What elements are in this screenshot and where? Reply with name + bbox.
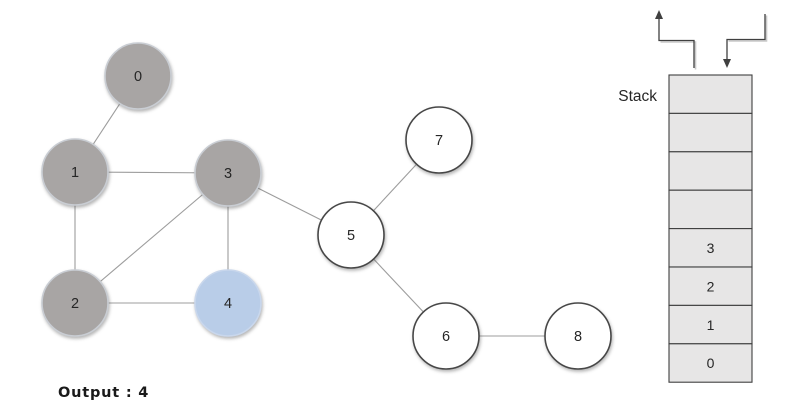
pop-arrowhead-icon (655, 10, 663, 19)
stack-cell-4 (668, 228, 753, 268)
graph-node-2: 2 (41, 269, 109, 337)
node-1-circle (41, 138, 109, 206)
node-3-label: 3 (224, 166, 232, 182)
node-4-circle (194, 269, 262, 337)
node-1-label: 1 (71, 165, 79, 181)
node-8-circle (544, 302, 612, 370)
graph-node-7: 7 (405, 106, 473, 174)
pop-arrow-icon (658, 17, 695, 68)
push-arrowhead-icon (723, 59, 731, 68)
stack-cell-2 (668, 151, 753, 191)
graph-node-1: 1 (41, 138, 109, 206)
output-label: Output : 4 (58, 385, 149, 401)
stack-cell-3 (668, 189, 753, 230)
stack-cell-0 (668, 74, 753, 114)
pop-arrow-shadow (660, 41, 697, 70)
stack-cell-5 (668, 266, 753, 306)
stack-cell-7 (668, 343, 753, 383)
graph-node-3: 3 (194, 139, 262, 207)
stack-cell-5-value: 2 (707, 278, 715, 294)
node-4-label: 4 (224, 296, 232, 312)
node-7-label: 7 (435, 133, 443, 149)
stack: Stack 3 2 1 0 (618, 74, 753, 383)
node-5-circle (317, 201, 385, 269)
graph-node-6: 6 (412, 302, 480, 370)
node-2-label: 2 (71, 296, 79, 312)
stack-arrows (655, 10, 768, 70)
node-6-circle (412, 302, 480, 370)
stack-cell-7-value: 0 (707, 355, 715, 371)
push-arrow-icon (726, 14, 766, 60)
graph-node-8: 8 (544, 302, 612, 370)
node-2-circle (41, 269, 109, 337)
stack-cell-4-value: 3 (707, 240, 715, 256)
push-arrow-shadow (728, 15, 768, 42)
graph-nodes: 0 1 2 3 4 5 6 (41, 42, 612, 370)
graph-edges (74, 75, 578, 337)
stack-cell-6 (668, 304, 753, 345)
node-7-circle (405, 106, 473, 174)
graph-node-4: 4 (194, 269, 262, 337)
stack-cell-1 (668, 112, 753, 153)
node-0-label: 0 (134, 69, 142, 85)
stack-cell-6-value: 1 (707, 317, 715, 333)
graph-node-5: 5 (317, 201, 385, 269)
node-5-label: 5 (347, 228, 355, 244)
stack-label: Stack (618, 88, 657, 105)
node-0-circle (104, 42, 172, 110)
node-8-label: 8 (574, 329, 582, 345)
node-6-label: 6 (442, 329, 450, 345)
graph-node-0: 0 (104, 42, 172, 110)
node-3-circle (194, 139, 262, 207)
